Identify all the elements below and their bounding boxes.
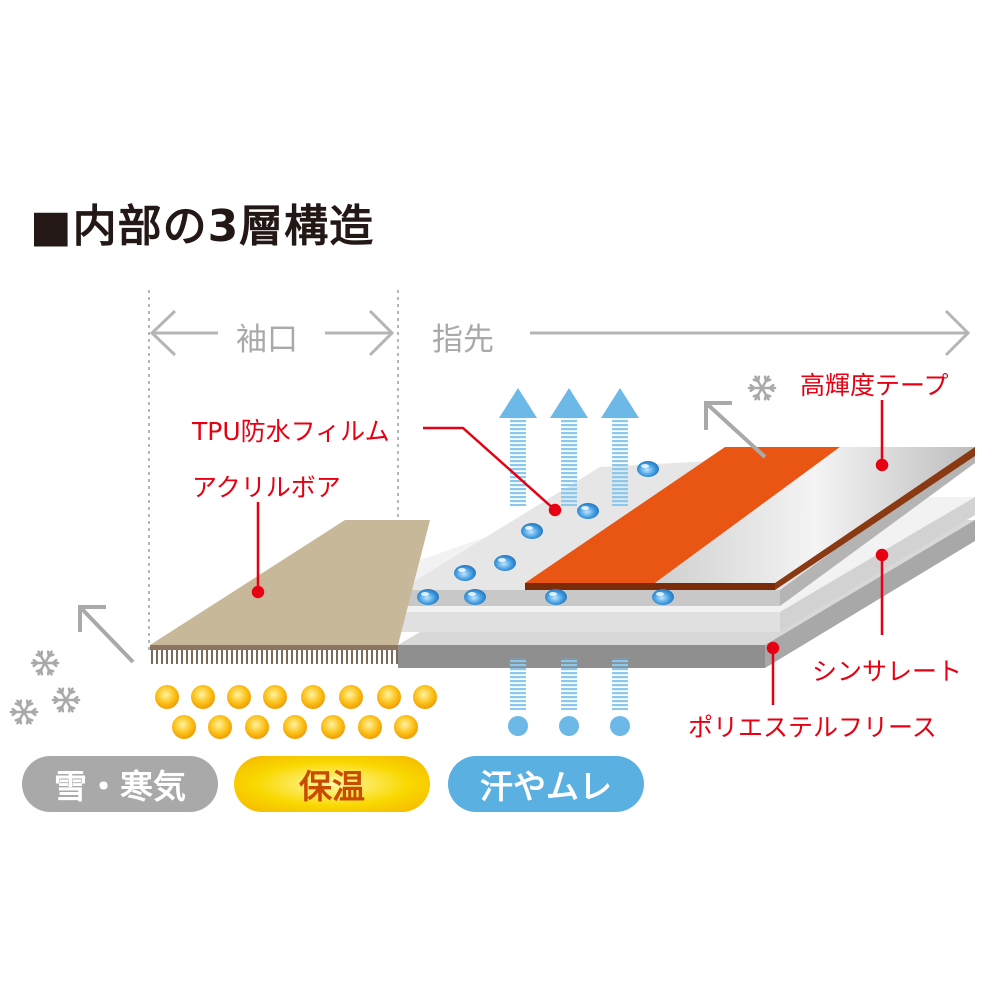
warmth-dot-icon bbox=[172, 715, 196, 739]
snowflake-icon bbox=[51, 687, 81, 713]
vapor-arrow-icon bbox=[601, 388, 639, 506]
high-brightness-tape-orange bbox=[525, 447, 840, 583]
warmth-dot-icon bbox=[358, 715, 382, 739]
warmth-dot-icon bbox=[227, 685, 251, 709]
water-droplets-group bbox=[417, 461, 674, 605]
water-droplet-icon bbox=[637, 461, 659, 477]
label-acrylic-boa: アクリルボア bbox=[192, 473, 341, 502]
snowflake-icon bbox=[30, 650, 60, 676]
warmth-dot-icon bbox=[155, 685, 179, 709]
warmth-dot-icon bbox=[283, 715, 307, 739]
polyester-fleece-edge bbox=[398, 645, 765, 668]
label-polyester-fleece: ポリエステルフリース bbox=[688, 713, 937, 742]
polyester-fleece-leader bbox=[766, 641, 780, 705]
warmth-dot-icon bbox=[413, 685, 437, 709]
badge-snow-cold: 雪・寒気 bbox=[22, 756, 218, 812]
warmth-dot-icon bbox=[208, 715, 232, 739]
label-high-brightness-tape: 高輝度テープ bbox=[800, 371, 949, 400]
acrylic-boa-leader bbox=[251, 502, 265, 599]
warmth-dot-icon bbox=[339, 685, 363, 709]
label-thinsulate: シンサレート bbox=[812, 657, 963, 686]
high-brightness-tape-reflective bbox=[655, 447, 975, 583]
badge-warmth: 保温 bbox=[234, 756, 430, 812]
polyester-fleece-side bbox=[765, 520, 975, 668]
warmth-dot-icon bbox=[321, 715, 345, 739]
water-droplet-icon bbox=[577, 503, 599, 519]
water-droplet-icon bbox=[494, 555, 516, 571]
high-brightness-tape-edge bbox=[525, 583, 775, 590]
warmth-dot-icon bbox=[245, 715, 269, 739]
high-brightness-tape-side bbox=[775, 447, 975, 590]
fingertip-range-arrow bbox=[530, 309, 971, 357]
warmth-dot-icon bbox=[263, 685, 287, 709]
tpu-film-leader bbox=[423, 426, 562, 517]
snowflake-icon bbox=[747, 375, 777, 401]
vapor-arrow-icon bbox=[508, 658, 528, 736]
label-tpu-film: TPU防水フィルム bbox=[192, 417, 390, 446]
thinsulate-side bbox=[780, 497, 975, 632]
vapor-arrow-icon bbox=[499, 388, 537, 506]
water-droplet-icon bbox=[545, 589, 567, 605]
acrylic-boa-layer bbox=[150, 520, 430, 645]
acrylic-boa-base bbox=[150, 645, 398, 650]
water-droplet-icon bbox=[454, 565, 476, 581]
high-brightness-tape-leader bbox=[875, 400, 889, 472]
vapor-arrow-icon bbox=[550, 388, 588, 506]
vapor-arrow-icon bbox=[559, 658, 579, 736]
water-droplet-icon bbox=[417, 589, 439, 605]
arrow-up-left-icon bbox=[704, 401, 767, 459]
water-droplet-icon bbox=[464, 589, 486, 605]
cuff-range-arrow bbox=[149, 309, 395, 357]
warmth-dot-icon bbox=[394, 715, 418, 739]
arrow-up-left-icon bbox=[78, 605, 135, 664]
water-droplet-icon bbox=[521, 523, 543, 539]
tpu-film-edge bbox=[400, 590, 780, 606]
warmth-dot-icon bbox=[377, 685, 401, 709]
page-title: ■内部の3層構造 bbox=[30, 201, 375, 252]
section-label-cuff: 袖口 bbox=[236, 322, 298, 358]
snowflake-icon bbox=[9, 699, 39, 725]
section-label-fingertip: 指先 bbox=[432, 322, 494, 358]
warmth-dot-icon bbox=[301, 685, 325, 709]
water-droplet-icon bbox=[652, 589, 674, 605]
vapor-arrows-group bbox=[499, 388, 639, 736]
thinsulate-leader bbox=[875, 548, 889, 635]
warmth-dot-icon bbox=[191, 685, 215, 709]
warmth-dots-group bbox=[155, 685, 437, 739]
vapor-arrow-icon bbox=[610, 658, 630, 736]
badge-sweat: 汗やムレ bbox=[448, 756, 644, 812]
